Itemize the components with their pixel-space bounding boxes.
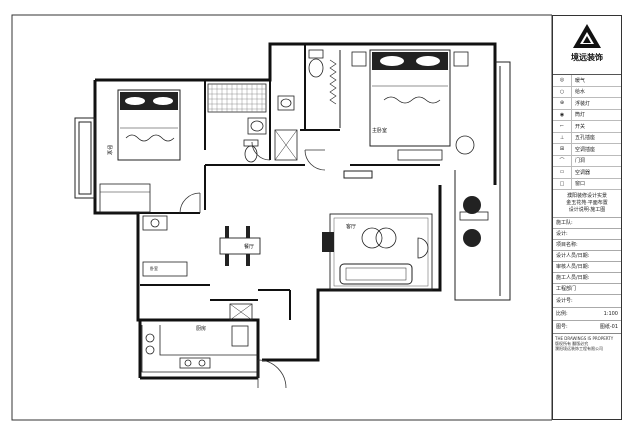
balcony-right xyxy=(454,61,511,301)
company-logo: 境远装饰 xyxy=(553,22,621,75)
footer-line: 版权所有 翻版必究 xyxy=(555,341,589,346)
heater-icon: ◎ xyxy=(553,75,572,86)
legend-row: ◎暖气 xyxy=(553,75,621,87)
bedroom-master: 主卧室 xyxy=(351,49,475,161)
socket-icon: ⊥ xyxy=(553,132,572,143)
interior-walls xyxy=(95,44,440,320)
recess-light-icon: ⊕ xyxy=(553,98,572,109)
room-label-master-bedroom: 主卧室 xyxy=(372,127,387,134)
title-field: 设计号: xyxy=(553,294,621,307)
project-line: 濮阳装修设计实景 xyxy=(566,193,607,199)
bath-tiles xyxy=(207,83,267,113)
room-label-dining: 餐厅 xyxy=(244,243,254,250)
title-field: 比例: 1:100 xyxy=(553,307,621,320)
field-label: 设计人员/日期: xyxy=(556,253,590,259)
legend-label: 开关 xyxy=(575,123,586,130)
master-bath-fixtures xyxy=(308,49,341,128)
legend-row: ⊞空调插座 xyxy=(553,144,621,156)
bedroom-left: 卧室 xyxy=(99,89,181,213)
legend-row: ⊥五孔插座 xyxy=(553,132,621,144)
title-field: 工程部门 xyxy=(553,283,621,294)
field-label: 项目名称: xyxy=(556,242,578,248)
living-room: 客厅 xyxy=(322,213,433,291)
legend-label: 暖气 xyxy=(575,77,586,84)
field-label: 施工队: xyxy=(556,220,573,226)
field-label: 比例: xyxy=(556,311,568,317)
field-value: 图纸-01 xyxy=(599,324,618,330)
dining-area: 餐厅 xyxy=(219,226,261,266)
field-label: 设计号: xyxy=(556,298,573,304)
project-line: 设计说明·施工图 xyxy=(568,207,606,213)
legend-label: 窗口 xyxy=(575,181,586,188)
room-label-living: 客厅 xyxy=(346,223,356,230)
legend-row: ⌒门洞 xyxy=(553,155,621,167)
legend-label: 浮装灯 xyxy=(575,100,591,107)
legend-table: ◎暖气○给水⊕浮装灯◉筒灯⌐开关⊥五孔插座⊞空调插座⌒门洞▭空调器□窗口 xyxy=(553,75,621,190)
title-field: 审核人员/日期: xyxy=(553,261,621,272)
window-icon: □ xyxy=(553,178,572,189)
floor-plan[interactable]: 卧室 xyxy=(0,0,552,440)
legend-label: 空调器 xyxy=(575,169,591,176)
ac-socket-icon: ⊞ xyxy=(553,144,572,155)
bay-window-left xyxy=(74,117,96,199)
laundry-storage: 卧室 xyxy=(142,215,188,277)
legend-row: ◉筒灯 xyxy=(553,109,621,121)
title-footer: THE DRAWINGS IS PROPERTY 版权所有 翻版必究 濮阳境远装… xyxy=(553,333,621,353)
title-block: 境远装饰 ◎暖气○给水⊕浮装灯◉筒灯⌐开关⊥五孔插座⊞空调插座⌒门洞▭空调器□窗… xyxy=(552,15,622,420)
field-label: 图号: xyxy=(556,324,568,330)
legend-label: 筒灯 xyxy=(575,112,586,119)
ac-icon: ▭ xyxy=(553,167,572,178)
title-field: 施工队: xyxy=(553,217,621,228)
footer-line: THE DRAWINGS IS PROPERTY xyxy=(555,336,614,341)
legend-row: ○给水 xyxy=(553,86,621,98)
project-info: 濮阳装修设计实景 金玉花苑·平面布置 设计说明·施工图 xyxy=(553,190,621,217)
field-value: 1:100 xyxy=(603,311,618,317)
title-field: 项目名称: xyxy=(553,239,621,250)
title-field: 施工人员/日期: xyxy=(553,272,621,283)
field-label: 工程部门 xyxy=(556,286,577,292)
kitchen: 厨房 xyxy=(141,303,258,373)
field-label: 施工人员/日期: xyxy=(556,275,590,281)
door-swings[interactable] xyxy=(179,141,326,389)
field-label: 审核人员/日期: xyxy=(556,264,590,270)
switch-icon: ⌐ xyxy=(553,121,572,132)
door-icon: ⌒ xyxy=(553,155,572,166)
balcony-seating xyxy=(459,196,489,247)
legend-label: 门洞 xyxy=(575,158,586,165)
bath-fixtures-left xyxy=(243,95,298,163)
legend-label: 给水 xyxy=(575,89,586,96)
legend-label: 五孔插座 xyxy=(575,135,596,142)
title-field: 设计: xyxy=(553,228,621,239)
water-icon: ○ xyxy=(553,86,572,97)
downlight-icon: ◉ xyxy=(553,109,572,120)
legend-row: ⊕浮装灯 xyxy=(553,98,621,110)
air-conditioner xyxy=(343,170,373,179)
title-field: 图号: 图纸-01 xyxy=(553,320,621,333)
legend-label: 空调插座 xyxy=(575,146,596,153)
room-label-kitchen: 厨房 xyxy=(196,325,206,332)
legend-row: □窗口 xyxy=(553,178,621,190)
drawing-border xyxy=(11,14,552,421)
company-name: 境远装饰 xyxy=(571,53,603,62)
project-line: 金玉花苑·平面布置 xyxy=(566,200,608,206)
footer-line: 濮阳境远装饰工程有限公司 xyxy=(555,346,603,351)
field-label: 设计: xyxy=(556,231,568,237)
legend-row: ▭空调器 xyxy=(553,167,621,179)
signature-fields: 施工队: 设计: 项目名称: 设计人员/日期: 审核人员/日期: 施工人员/日期: 工程部门… xyxy=(553,217,621,333)
legend-row: ⌐开关 xyxy=(553,121,621,133)
room-label-bedroom: 卧室 xyxy=(106,145,113,155)
side-room-label: 卧室 xyxy=(150,265,158,271)
mountain-logo-icon xyxy=(573,24,601,48)
title-field: 设计人员/日期: xyxy=(553,250,621,261)
